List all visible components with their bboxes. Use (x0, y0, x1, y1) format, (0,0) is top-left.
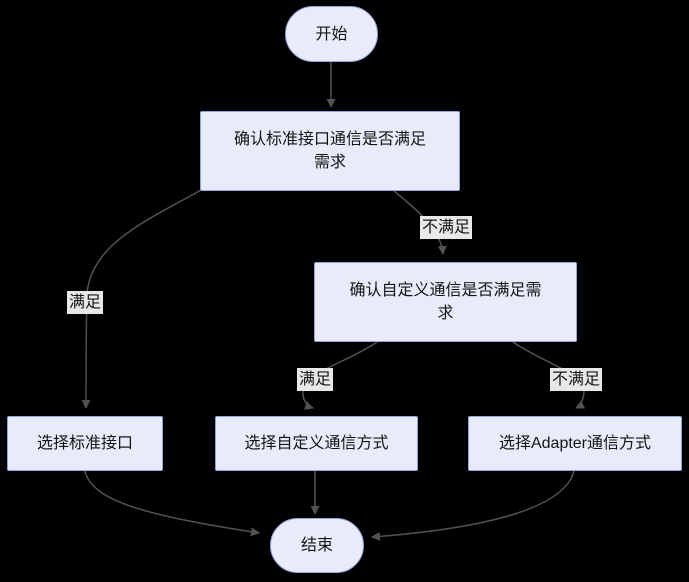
edge-label-standard-yes: 满足 (67, 291, 104, 314)
edge-check-standard-to-select-standard (81, 189, 202, 409)
node-start-label: 开始 (315, 25, 348, 43)
edge-label-custom-no: 不满足 (550, 368, 603, 391)
edge-select-adapter-to-end (371, 470, 575, 541)
node-select-custom: 选择自定义通信方式 (215, 416, 418, 471)
edge-label-standard-no: 不满足 (420, 216, 473, 239)
node-start: 开始 (285, 6, 378, 62)
edge-select-standard-to-end (84, 470, 260, 537)
node-select-adapter-label: 选择Adapter通信方式 (498, 435, 652, 452)
node-check-custom: 确认自定义通信是否满足需 求 (314, 262, 577, 342)
node-select-standard: 选择标准接口 (7, 416, 163, 471)
node-select-standard-label: 选择标准接口 (36, 435, 133, 452)
node-check-custom-label: 确认自定义通信是否满足需 求 (349, 282, 542, 322)
node-end-label: 结束 (300, 537, 333, 554)
edge-label-custom-yes: 满足 (297, 368, 334, 391)
node-check-standard-label: 确认标准接口通信是否满足 需求 (233, 131, 426, 171)
node-check-standard: 确认标准接口通信是否满足 需求 (200, 111, 460, 191)
node-select-custom-label: 选择自定义通信方式 (244, 435, 389, 452)
node-end: 结束 (270, 518, 364, 573)
node-select-adapter: 选择Adapter通信方式 (468, 416, 682, 471)
